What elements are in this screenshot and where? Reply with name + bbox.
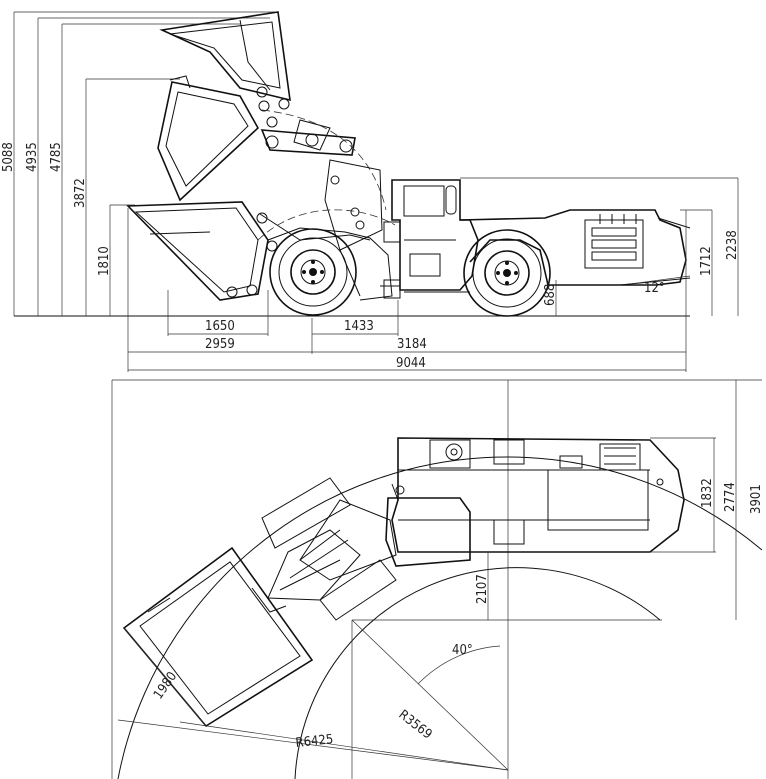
lift-arm — [257, 109, 396, 251]
side-view: 5088 4935 4785 3872 1810 — [1, 11, 740, 372]
front-frame-top — [261, 477, 471, 621]
bucket-mid — [157, 75, 260, 202]
height-1712: 1712 — [699, 246, 714, 276]
rear-frame-top — [391, 437, 685, 553]
turn-angle: 40° — [452, 643, 473, 658]
height-3872: 3872 — [73, 178, 88, 208]
length-3184: 3184 — [397, 337, 427, 352]
width-2107: 2107 — [475, 574, 490, 604]
front-wheel — [269, 228, 357, 316]
bucket-lowered — [126, 201, 278, 301]
rear-body — [459, 209, 691, 286]
height-2238: 2238 — [725, 230, 740, 260]
width-dimension-lines — [487, 380, 737, 620]
height-688: 688 — [543, 284, 558, 306]
width-2774: 2774 — [723, 482, 738, 512]
height-4935: 4935 — [25, 142, 40, 172]
height-4785: 4785 — [49, 142, 64, 172]
rear-wheel — [463, 229, 551, 317]
bucket-width: 1980 — [151, 669, 180, 702]
height-extension-lines — [13, 11, 275, 316]
inner-radius: R3569 — [396, 707, 435, 742]
length-dimension-lines — [127, 208, 687, 372]
bucket-raised — [159, 11, 291, 128]
length-9044: 9044 — [396, 356, 426, 371]
height-1810: 1810 — [97, 246, 112, 276]
length-2959: 2959 — [205, 337, 235, 352]
outer-turning-arc — [117, 456, 763, 779]
bucket-top — [122, 546, 314, 728]
height-5088: 5088 — [1, 142, 16, 172]
width-3901: 3901 — [749, 484, 764, 514]
rear-angle: 12° — [644, 281, 665, 296]
width-1832: 1832 — [700, 478, 715, 508]
top-view: 40° R3569 R6425 — [111, 379, 764, 779]
length-1433: 1433 — [344, 319, 374, 334]
operator-cab — [391, 179, 479, 293]
outer-radius: R6425 — [295, 732, 334, 751]
inner-turning-arc — [294, 567, 661, 779]
length-1650: 1650 — [205, 319, 235, 334]
right-height-lines — [460, 177, 739, 316]
